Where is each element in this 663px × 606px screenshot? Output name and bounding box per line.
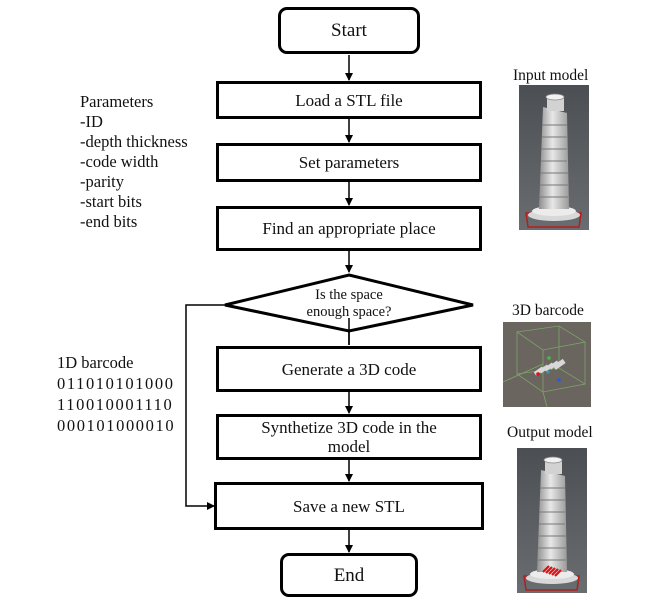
parameters-note: Parameters -ID -depth thickness -code wi… [80,92,188,232]
decision-text: Is the space enough space? [279,287,419,321]
step-label: Load a STL file [295,90,403,110]
bypass-arrow-no-branch [185,304,225,510]
step-generate-3d-code: Generate a 3D code [216,346,482,392]
parameter-item: -end bits [80,212,138,231]
leaning-tower-with-code-icon [517,448,587,593]
barcode-row: 011010101000 [57,374,175,393]
input-model-caption: Input model [513,67,589,84]
parameter-item: -parity [80,172,124,191]
input-model-image [519,85,589,230]
step-label-line-2: model [327,437,371,456]
parameter-item: -depth thickness [80,132,188,151]
barcode-row: 000101000010 [57,416,176,435]
step-set-parameters: Set parameters [216,143,482,182]
end-terminal: End [280,553,418,597]
wireframe-cube-icon [503,322,591,407]
step-label: Generate a 3D code [281,359,417,379]
embedded-barcode-mark [542,565,562,577]
step-label-line-1: Synthetize 3D code in the [261,418,437,437]
start-terminal: Start [278,7,420,54]
parameter-item: -start bits [80,192,142,211]
step-save-new-stl: Save a new STL [214,482,484,530]
step-label: Find an appropriate place [262,219,436,238]
output-model-caption: Output model [507,424,593,441]
leaning-tower-icon [519,85,589,230]
decision-line-2: enough space? [306,304,392,320]
barcode-3d-image [503,322,591,407]
start-label: Start [331,20,367,41]
step-load-stl: Load a STL file [216,81,482,119]
barcode-3d-caption: 3D barcode [512,302,584,319]
output-model-image [517,448,587,593]
step-label: Set parameters [298,153,400,172]
parameter-item: -ID [80,112,103,131]
barcode-note: 1D barcode 011010101000 110010001110 000… [57,352,175,436]
decision-line-1: Is the space [315,287,383,303]
step-find-place: Find an appropriate place [216,206,482,251]
step-label: Save a new STL [293,496,405,516]
step-synthesize-3d-code: Synthetize 3D code in the model [216,414,482,460]
barcode-title: 1D barcode [57,353,134,372]
parameter-item: -code width [80,152,159,171]
end-label: End [333,564,365,586]
parameters-title: Parameters [80,92,154,111]
barcode-row: 110010001110 [57,395,174,414]
